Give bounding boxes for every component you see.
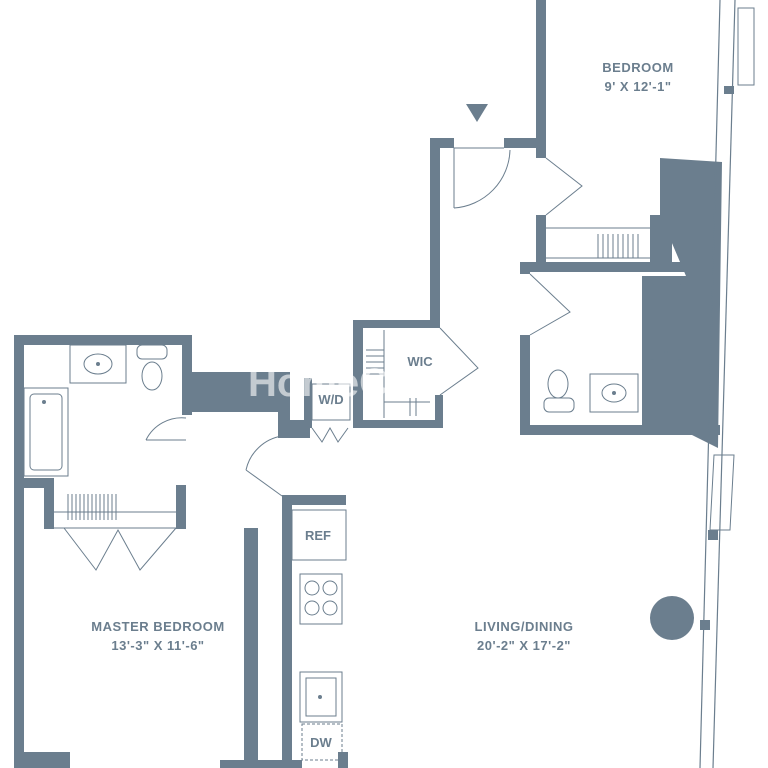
entry-arrow-icon <box>466 104 488 122</box>
walls <box>14 0 736 768</box>
wic-label: WIC <box>407 354 433 369</box>
dishwasher-label: DW <box>310 735 332 750</box>
master-closet <box>54 494 176 529</box>
bedroom-closet <box>546 227 650 259</box>
column <box>650 596 694 640</box>
master-bedroom-name: MASTER BEDROOM <box>91 619 224 634</box>
doors <box>63 147 583 571</box>
living-dining-name: LIVING/DINING <box>475 619 574 634</box>
bedroom-name: BEDROOM <box>602 60 673 75</box>
refrigerator-label: REF <box>305 528 331 543</box>
hangers-icon <box>67 494 117 520</box>
bedroom-bath <box>543 277 689 413</box>
windows <box>700 7 755 630</box>
master-bath <box>23 344 168 477</box>
bedroom-dims: 9' X 12'-1" <box>605 79 672 94</box>
washer-dryer <box>311 383 351 421</box>
kitchen <box>291 509 347 761</box>
washer-dryer-label: W/D <box>318 392 343 407</box>
master-bedroom-dims: 13'-3" X 11'-6" <box>111 638 204 653</box>
watermark: HomeCat <box>248 361 424 405</box>
wic <box>366 330 430 418</box>
living-dining-dims: 20'-2" X 17'-2" <box>477 638 571 653</box>
